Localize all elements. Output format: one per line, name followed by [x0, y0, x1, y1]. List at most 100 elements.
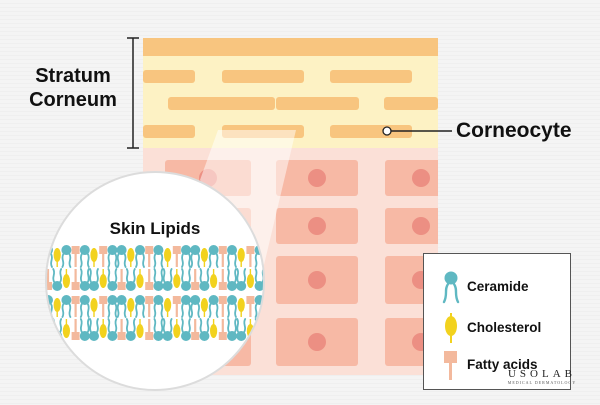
- fatty-acid-molecule: [191, 269, 200, 290]
- cholesterol-molecule: [200, 298, 208, 317]
- fatty-acid-molecule: [246, 296, 255, 317]
- stratum-corneum-label: Stratum Corneum: [14, 64, 132, 112]
- ceramide-molecule: [236, 268, 247, 291]
- cholesterol-molecule: [62, 319, 70, 338]
- corneocyte-cell: [168, 97, 275, 110]
- cholesterol-molecule: [127, 248, 135, 267]
- ceramide-molecule: [107, 318, 118, 341]
- cholesterol-molecule: [237, 298, 245, 317]
- ceramide-molecule: [199, 318, 210, 341]
- corneocyte-cell: [330, 70, 412, 83]
- ceramide-icon: [442, 271, 460, 304]
- corneocyte-label: Corneocyte: [456, 119, 572, 142]
- ceramide-molecule: [107, 268, 118, 291]
- cholesterol-molecule: [99, 269, 107, 288]
- ceramide-molecule: [79, 268, 90, 291]
- stratum-corneum-label-line1: Stratum: [35, 65, 111, 87]
- fatty-acid-molecule: [145, 319, 154, 340]
- ceramide-molecule: [208, 295, 219, 318]
- cholesterol-molecule: [127, 298, 135, 317]
- ceramide-molecule: [61, 295, 72, 318]
- ceramide-molecule: [227, 245, 237, 268]
- cholesterol-molecule: [90, 248, 98, 267]
- ceramide-molecule: [190, 295, 201, 318]
- stratum-corneum-label-line2: Corneum: [29, 89, 117, 111]
- corneocyte-cell: [143, 125, 195, 138]
- legend-item-cholesterol: Cholesterol: [440, 311, 570, 345]
- ceramide-molecule: [79, 245, 90, 268]
- cholesterol-molecule: [210, 319, 218, 338]
- cholesterol-molecule: [210, 269, 218, 288]
- corneocyte-rows: [143, 70, 438, 138]
- fatty-acid-molecule: [191, 319, 200, 340]
- cholesterol-icon: [445, 313, 457, 343]
- brand-subtitle: MEDICAL DERMATOLOGY: [507, 380, 577, 385]
- ceramide-molecule: [162, 318, 173, 341]
- ceramide-molecule: [227, 318, 237, 341]
- ceramide-molecule: [208, 245, 219, 268]
- ceramide-molecule: [181, 268, 191, 291]
- cholesterol-molecule: [164, 248, 172, 267]
- fatty-acid-molecule: [172, 246, 181, 267]
- cell-nucleus: [308, 271, 326, 289]
- ceramide-molecule: [227, 268, 237, 291]
- legend: Ceramide Cholesterol Fatty acids: [423, 253, 571, 390]
- fatty-acid-molecule: [46, 269, 52, 290]
- ceramide-molecule: [89, 268, 99, 291]
- corneocyte-marker: [382, 126, 392, 136]
- cholesterol-molecule: [136, 269, 144, 288]
- cholesterol-molecule: [99, 319, 107, 338]
- cell-nucleus: [412, 169, 430, 187]
- ceramide-molecule: [52, 268, 63, 291]
- cell-nucleus: [308, 217, 326, 235]
- fatty-acid-molecule: [71, 296, 80, 317]
- corneocyte-cell: [222, 70, 304, 83]
- cholesterol-molecule: [90, 298, 98, 317]
- ceramide-molecule: [125, 268, 136, 291]
- ceramide-molecule: [125, 318, 136, 341]
- cholesterol-molecule: [164, 298, 172, 317]
- skin-cell: [385, 208, 438, 244]
- skin-cell: [385, 160, 438, 196]
- cholesterol-molecule: [62, 269, 70, 288]
- cholesterol-molecule: [173, 269, 181, 288]
- legend-item-fatty-acids: Fatty acids: [440, 348, 570, 382]
- magnifier-border: [45, 171, 265, 391]
- fatty-acid-molecule: [218, 319, 227, 340]
- fatty-acid-molecule: [99, 296, 108, 317]
- ceramide-molecule: [61, 245, 72, 268]
- stratum-corneum-top-band: [143, 38, 438, 56]
- corneocyte-pointer: [382, 126, 452, 136]
- cholesterol-molecule: [53, 248, 61, 267]
- cholesterol-molecule: [53, 298, 61, 317]
- legend-label-cholesterol: Cholesterol: [467, 320, 542, 335]
- fatty-acid-molecule: [145, 246, 154, 267]
- fatty-acid-icon: [444, 351, 457, 380]
- fatty-acid-molecule: [46, 319, 52, 340]
- ceramide-molecule: [89, 318, 99, 341]
- ceramide-molecule: [181, 318, 191, 341]
- brand-logo: USOLAB: [507, 368, 576, 380]
- fatty-acid-molecule: [218, 296, 227, 317]
- corneocyte-cell: [384, 97, 438, 110]
- ceramide-molecule: [190, 245, 201, 268]
- fatty-acid-molecule: [117, 319, 126, 340]
- ceramide-molecule: [107, 295, 118, 318]
- skin-lipids-magnifier: Skin Lipids: [45, 171, 265, 391]
- ceramide-molecule: [153, 268, 164, 291]
- stratum-corneum-layer: [143, 38, 438, 148]
- corneocyte-cell: [276, 97, 359, 110]
- fatty-acid-molecule: [172, 296, 181, 317]
- fatty-acid-molecule: [71, 269, 80, 290]
- fatty-acid-molecule: [145, 269, 154, 290]
- fatty-acid-molecule: [117, 269, 126, 290]
- legend-label-fatty-acids: Fatty acids: [467, 357, 538, 372]
- ceramide-molecule: [107, 245, 118, 268]
- ceramide-molecule: [181, 245, 191, 268]
- ceramide-molecule: [116, 295, 127, 318]
- cell-nucleus: [308, 333, 326, 351]
- ceramide-molecule: [153, 318, 164, 341]
- cholesterol-molecule: [136, 319, 144, 338]
